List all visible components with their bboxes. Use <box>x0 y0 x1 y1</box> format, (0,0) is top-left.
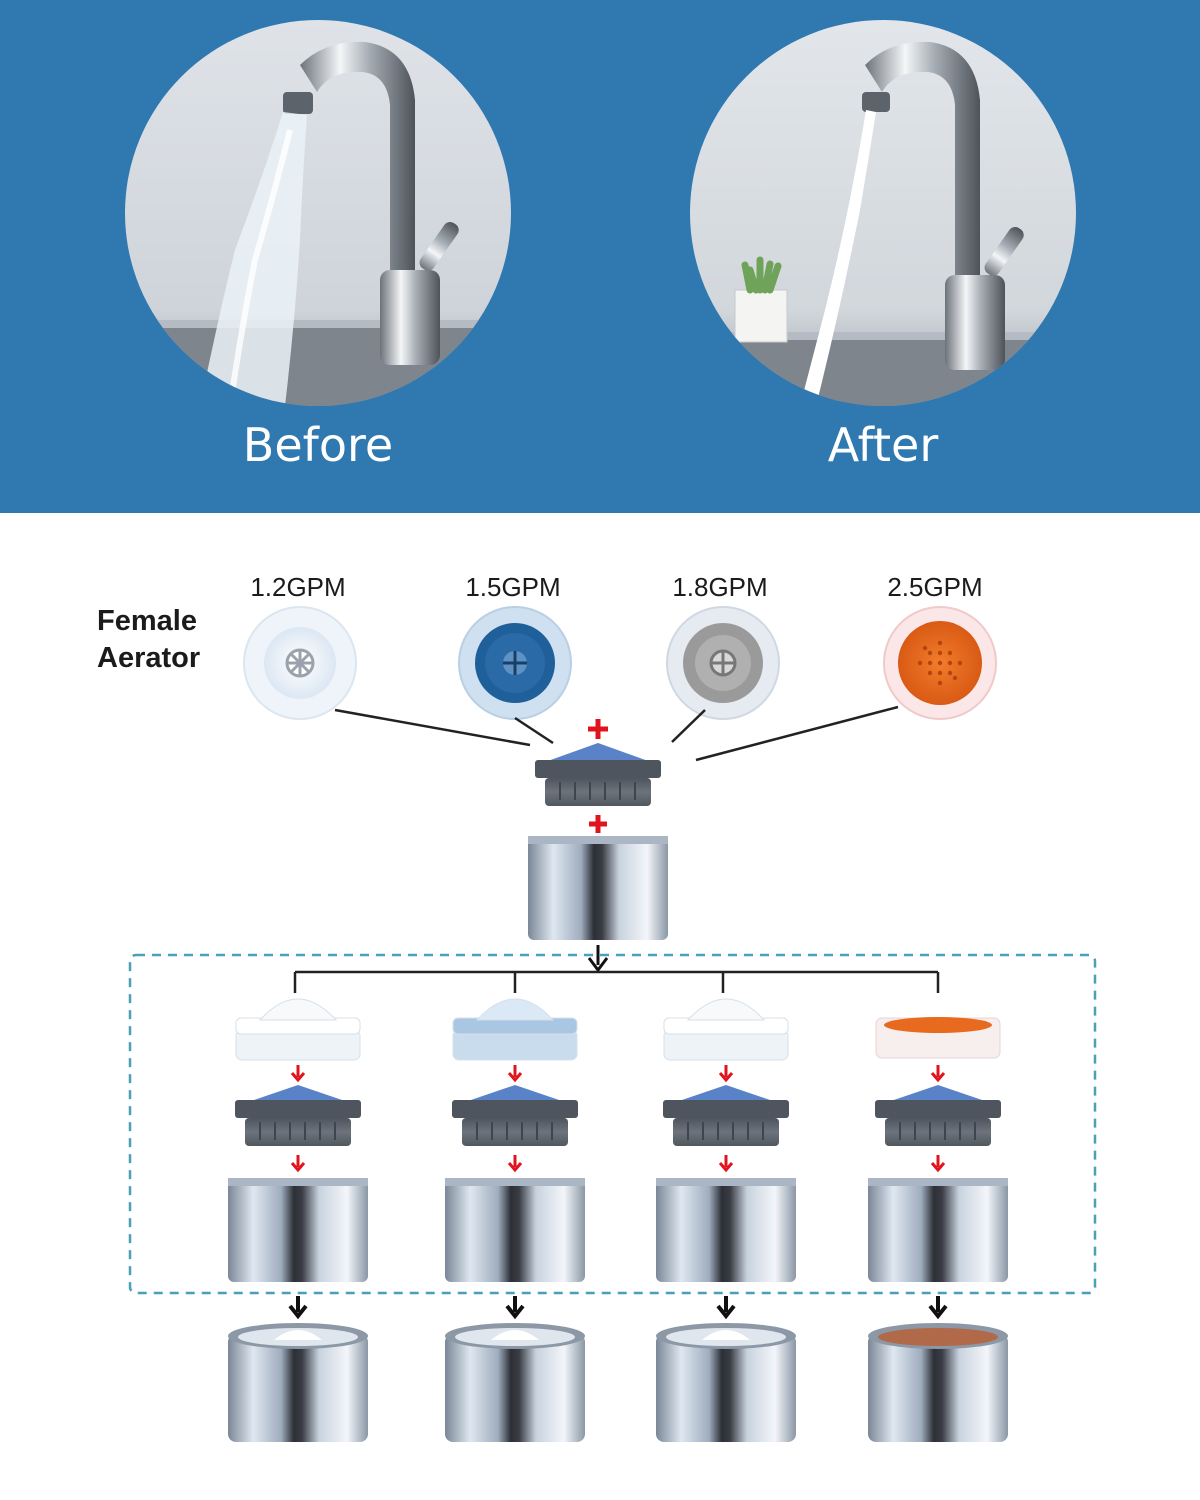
aerator-label: Aerator <box>97 642 201 674</box>
before-faucet-photo <box>125 20 511 406</box>
assembled-aerator-3 <box>656 1323 796 1442</box>
central-chrome-shell <box>528 836 668 940</box>
aerator-assembly-diagram <box>128 606 1097 1442</box>
insert-1-8gpm <box>666 606 780 720</box>
insert-side-view-2 <box>452 998 578 1061</box>
red-arrow <box>930 1065 946 1083</box>
housing-2 <box>452 1085 578 1146</box>
flow-rate-label-2: 1.5GPM <box>465 572 561 602</box>
black-arrow <box>928 1296 948 1320</box>
plus-mark-1 <box>588 719 608 739</box>
insert-side-view-4 <box>875 1017 1001 1059</box>
housing-4 <box>875 1085 1001 1146</box>
flow-rate-label-3: 1.8GPM <box>672 572 768 602</box>
chrome-shell-2 <box>445 1178 585 1282</box>
red-arrow <box>718 1155 734 1173</box>
assembled-aerator-2 <box>445 1323 585 1442</box>
after-caption: After <box>827 418 939 472</box>
black-arrow <box>505 1296 525 1320</box>
chrome-shell-3 <box>656 1178 796 1282</box>
insert-1-5gpm <box>458 606 572 720</box>
flow-rate-label-4: 2.5GPM <box>887 572 983 602</box>
chrome-shell-4 <box>868 1178 1008 1282</box>
plus-mark-2 <box>589 815 607 833</box>
red-arrow <box>930 1155 946 1173</box>
housing-3 <box>663 1085 789 1146</box>
central-housing <box>535 743 661 806</box>
before-caption: Before <box>242 418 394 472</box>
after-faucet-photo <box>690 20 1076 406</box>
flow-rate-label-1: 1.2GPM <box>250 572 346 602</box>
insert-2-5gpm <box>883 606 997 720</box>
insert-side-view-3 <box>663 998 789 1061</box>
red-arrow <box>290 1065 306 1083</box>
black-arrow <box>716 1296 736 1320</box>
insert-1-2gpm <box>243 606 357 720</box>
red-arrow <box>507 1155 523 1173</box>
red-arrow <box>507 1065 523 1083</box>
female-label: Female <box>97 605 197 637</box>
red-arrow <box>290 1155 306 1173</box>
insert-side-view-1 <box>235 998 361 1061</box>
housing-1 <box>235 1085 361 1146</box>
assembly-dashed-box <box>128 953 1097 1295</box>
black-arrow <box>288 1296 308 1320</box>
assembled-aerator-1 <box>228 1323 368 1442</box>
red-arrow <box>718 1065 734 1083</box>
assembled-aerator-4 <box>868 1323 1008 1442</box>
chrome-shell-1 <box>228 1178 368 1282</box>
